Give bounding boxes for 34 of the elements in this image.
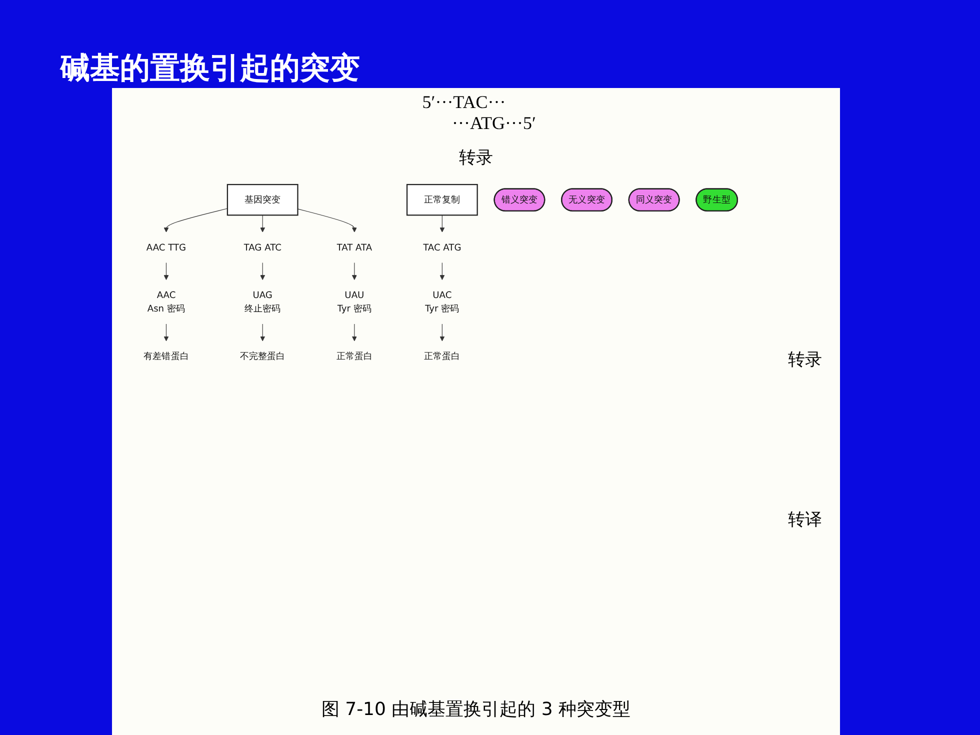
node-text: TAG ATC — [244, 242, 282, 253]
dna-strand-label: ···ATG···5′ — [452, 113, 536, 134]
arrow — [260, 262, 266, 280]
node-text: 正常蛋白 — [336, 350, 373, 362]
arrow — [260, 324, 266, 342]
figure-caption: 图 7-10 由碱基置换引起的 3 种突变型 — [320, 698, 632, 721]
arrow — [164, 324, 169, 342]
node-text: AAC TTG — [146, 242, 186, 253]
arrow — [164, 208, 228, 232]
node-text: 不完整蛋白 — [240, 350, 286, 362]
node-text: 正常蛋白 — [424, 350, 460, 362]
arrow — [260, 214, 266, 232]
dna-strand-label: 5′···TAC··· — [422, 92, 506, 113]
node-text: UAU Tyr 密码 — [337, 289, 372, 314]
figure-panel: 5′···TAC··· ···ATG···5′ 转录 基因突变 正常复制 AAC TTG TAG ATC TAT ATA TAC ATG AAC Asn 密码 UAG 终止密码 UAU Tyr 密码 UAC Tyr 密码 有差错蛋白 不完整蛋白 正常蛋白 正常蛋白 错义突变 无义突变 同义突变 野生型 转录 转译 图 7-10 由碱基置换引起的 3 种突变型 — [112, 88, 840, 735]
arrow — [440, 262, 445, 280]
node-text: TAC ATG — [423, 242, 462, 253]
node-text: AAC Asn 密码 — [147, 289, 186, 314]
node-box — [406, 184, 478, 216]
arrow — [297, 208, 357, 232]
arrow — [440, 324, 445, 342]
node-text: TAT ATA — [336, 242, 372, 253]
arrow — [440, 214, 445, 232]
slide-title: 碱基的置换引起的突变 — [60, 50, 360, 88]
step-label: 转录 — [459, 148, 493, 168]
arrow — [164, 262, 169, 280]
step-label: 转译 — [788, 509, 822, 531]
step-label: 转录 — [788, 349, 822, 371]
node-text: UAG 终止密码 — [244, 289, 281, 314]
node-text: 有差错蛋白 — [144, 350, 189, 362]
arrow — [352, 262, 357, 280]
arrow — [352, 324, 357, 342]
node-text: UAC Tyr 密码 — [425, 289, 460, 314]
node-box — [226, 184, 298, 216]
